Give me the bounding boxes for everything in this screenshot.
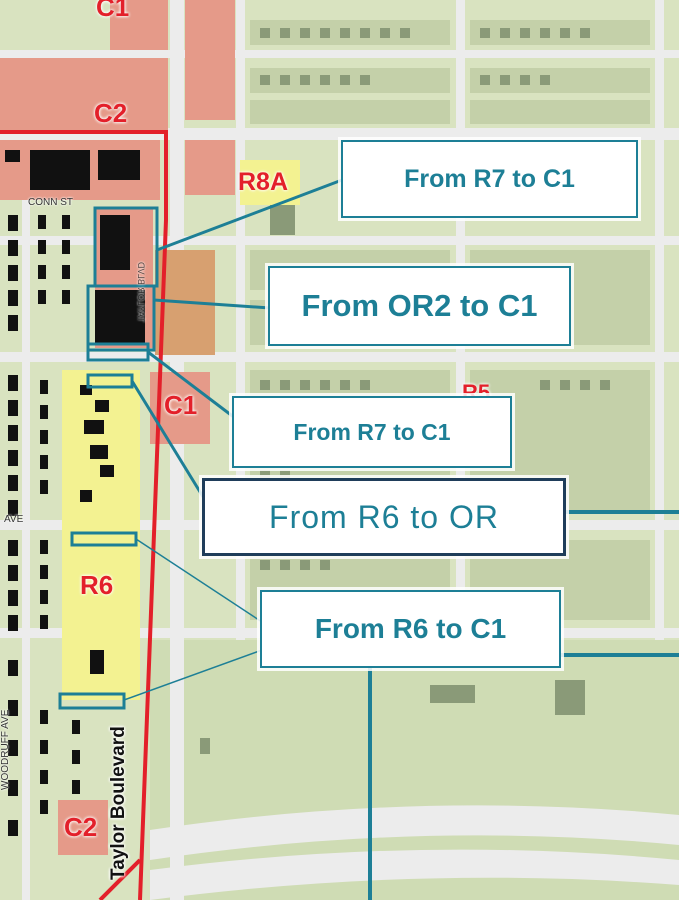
street-label-taylor-blvd-small: TAYLOR BLVD	[136, 261, 146, 322]
commercial-zone-east	[185, 140, 235, 195]
road-horizontal	[0, 50, 679, 58]
callout-leader-lines	[123, 178, 679, 900]
street-label-conn-st: CONN ST	[28, 197, 73, 208]
callout-r6-to-or: From R6 to OR	[202, 478, 566, 556]
rezoning-boundary-end	[98, 858, 142, 900]
road-horizontal	[0, 352, 679, 362]
r8a-zone	[240, 160, 300, 205]
callout-or2-to-c1: From OR2 to C1	[268, 266, 571, 346]
highway-curve	[150, 849, 679, 900]
west-buildings	[5, 150, 145, 836]
area-outline-or2-c1	[86, 284, 156, 352]
c2-zone-bottom	[58, 800, 108, 855]
taylor-boulevard-road	[170, 0, 184, 900]
leader-line	[156, 178, 343, 252]
c2-zone-top	[0, 58, 168, 130]
callout-r6-to-c1: From R6 to C1	[260, 590, 561, 668]
area-outline-r6-c1-bottom	[58, 692, 126, 710]
leader-line	[153, 298, 271, 310]
east-buildings	[200, 28, 610, 754]
commercial-zone-east-top	[185, 0, 235, 120]
callout-r7-to-c1-mid: From R7 to C1	[232, 396, 512, 468]
street-label-woodruff-ave: WOODRUFF AVE	[0, 709, 11, 790]
road-vertical	[22, 140, 30, 900]
road-horizontal	[0, 128, 679, 140]
zone-label-r8a: R8A	[238, 168, 289, 196]
zone-label-c1-top: C1	[96, 0, 130, 22]
zone-label-c1-mid: C1	[164, 390, 198, 420]
leader-line	[147, 350, 236, 420]
street-label-taylor-boulevard: Taylor Boulevard	[108, 726, 129, 880]
zone-label-c2-top: C2	[94, 98, 128, 128]
zone-label-r6: R6	[80, 570, 114, 600]
callout-r7-to-c1-top: From R7 to C1	[341, 140, 638, 218]
c1-zone-top	[110, 0, 168, 50]
rezoning-boundary	[0, 130, 168, 900]
street-label-ave: AVE	[4, 514, 24, 525]
commercial-zones	[0, 0, 235, 855]
leader-line	[130, 380, 207, 501]
road-horizontal	[0, 236, 679, 245]
highway-curve	[150, 805, 679, 860]
leader-line	[135, 538, 263, 623]
zone-label-c2-bottom: C2	[64, 812, 98, 842]
road-vertical	[236, 0, 245, 640]
road-vertical	[655, 0, 664, 640]
leader-line	[123, 649, 263, 701]
